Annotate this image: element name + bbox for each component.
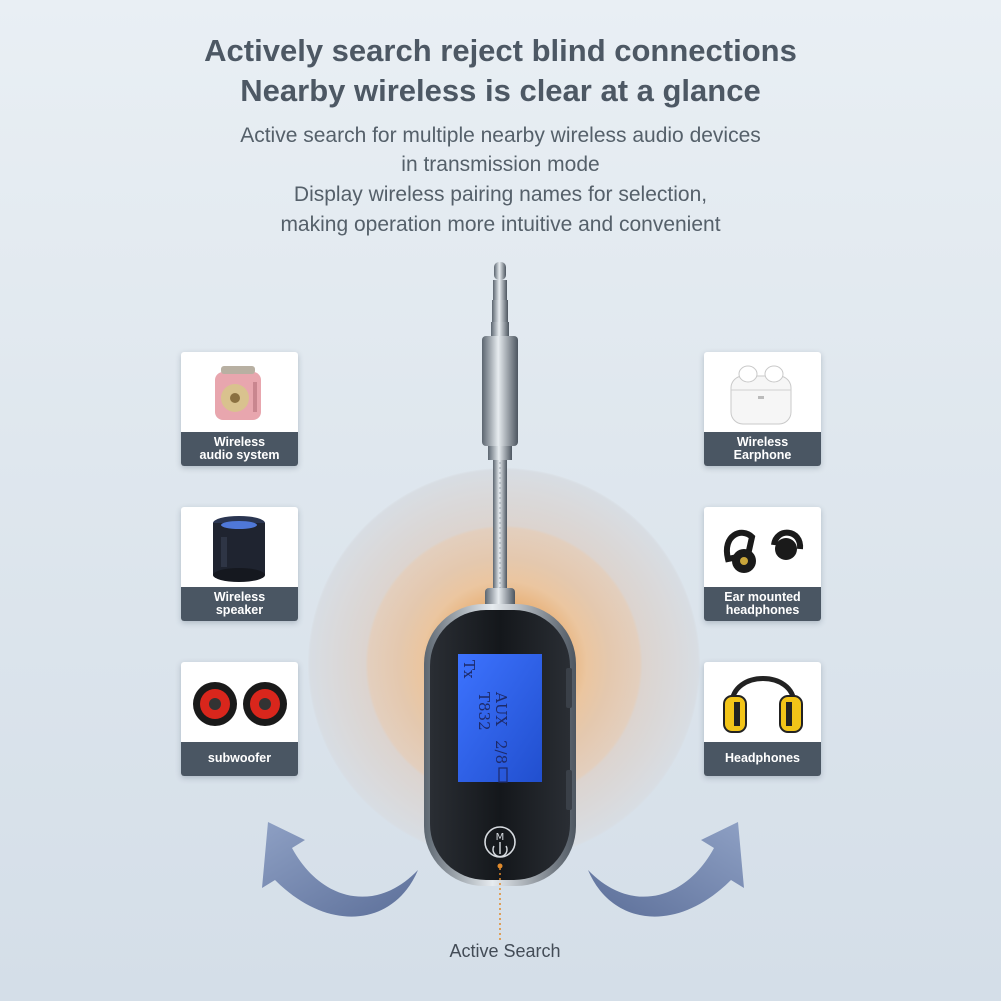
device-card-subwoofer: subwoofer <box>181 662 298 776</box>
device-label: Ear mounted headphones <box>704 587 821 621</box>
earbuds-case-icon <box>730 365 792 425</box>
retro-speaker-icon <box>215 366 261 420</box>
device-card-wireless-earphone: Wireless Earphone <box>704 352 821 466</box>
headline-line-1: Actively search reject blind connections <box>204 33 797 68</box>
device-label: Wireless speaker <box>181 587 298 621</box>
device-label: subwoofer <box>181 742 298 776</box>
left-curved-arrow-icon <box>262 822 418 917</box>
right-curved-arrow-icon <box>588 822 744 917</box>
battery-icon <box>498 767 508 783</box>
device-card-ear-mounted-headphones: Ear mounted headphones <box>704 507 821 621</box>
active-search-caption: Active Search <box>449 941 561 961</box>
screen-mode-text: Tx <box>460 660 478 679</box>
description-line-4: making operation more intuitive and conv… <box>280 213 721 236</box>
device-card-wireless-speaker: Wireless speaker <box>181 507 298 621</box>
device-card-headphones: Headphones <box>704 662 821 776</box>
screen-counter-text: 2/8 <box>492 740 510 764</box>
device-label: Headphones <box>704 742 821 776</box>
subwoofer-icon <box>193 682 287 726</box>
lcd-screen <box>458 654 542 782</box>
description-line-1: Active search for multiple nearby wirele… <box>240 124 761 147</box>
device-label: Wireless Earphone <box>704 432 821 466</box>
screen-source-text: AUX <box>492 691 510 726</box>
cylinder-speaker-icon <box>213 516 265 582</box>
description-line-3: Display wireless pairing names for selec… <box>293 183 708 206</box>
screen-device-name: T832 <box>475 692 493 731</box>
headline-line-2: Nearby wireless is clear at a glance <box>240 73 761 108</box>
over-ear-headphones-icon <box>723 676 803 733</box>
ear-hook-headphones-icon <box>723 529 804 573</box>
description-line-2: in transmission mode <box>401 153 600 176</box>
device-label: Wireless audio system <box>181 432 298 466</box>
device-card-wireless-audio-system: Wireless audio system <box>181 352 298 466</box>
svg-text:M: M <box>496 832 505 843</box>
